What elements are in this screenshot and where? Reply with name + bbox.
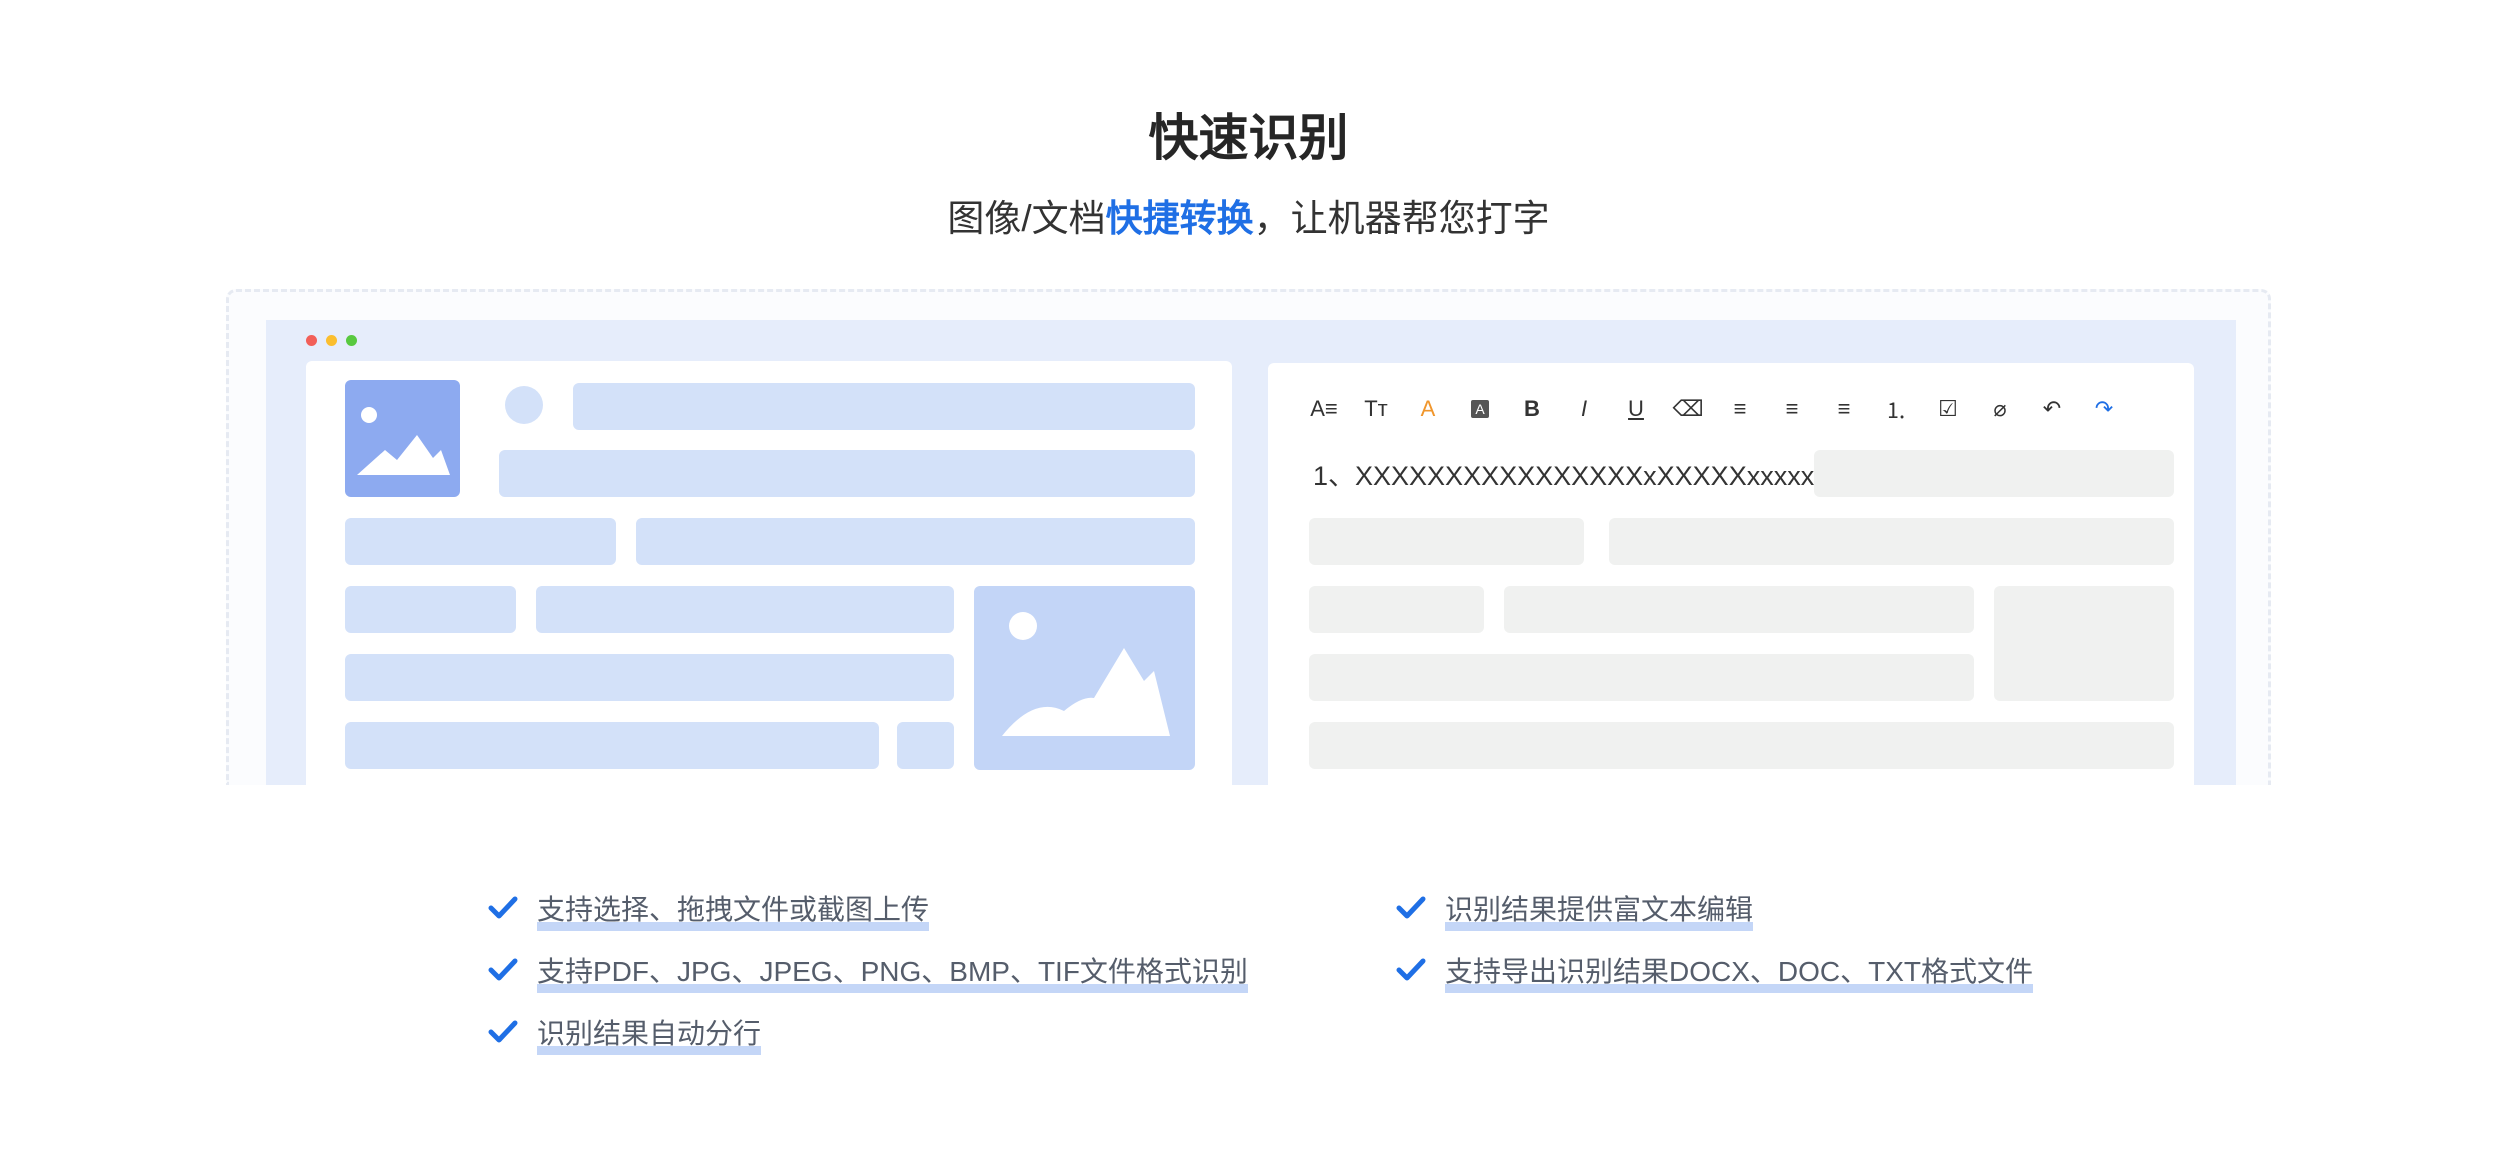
image-placeholder-icon [345,380,460,497]
window-maximize-dot [346,335,357,346]
text-line-placeholder [345,654,954,701]
text-line-placeholder [1814,450,2174,497]
text-line-placeholder [1309,722,2174,769]
font-format-icon[interactable]: A≡ [1310,396,1338,421]
check-icon [488,896,518,919]
image-placeholder-icon [974,586,1195,770]
text-line-placeholder [1504,586,1974,633]
window-close-dot [306,335,317,346]
feature-item: 识别结果自动分行 [487,1012,762,1055]
text-line-placeholder [1309,518,1584,565]
text-line-placeholder [345,722,879,769]
text-line-placeholder [1609,518,2174,565]
align-left-icon[interactable]: ≡ [1733,396,1747,421]
feature-text: 识别结果提供富文本编辑 [1445,888,1754,931]
feature-item: 支持PDF、JPG、JPEG、PNG、BMP、TIF文件格式识别 [487,950,1248,993]
feature-item: 识别结果提供富文本编辑 [1395,888,1754,931]
text-line-placeholder [345,586,516,633]
text-line-placeholder [573,383,1195,430]
subtitle-highlight: 快捷转换 [1105,198,1254,239]
attachment-icon[interactable]: ⌀ [1993,396,2007,421]
section-title: 快速识别 [1148,110,1349,166]
undo-icon[interactable]: ↶ [2042,396,2062,421]
check-icon [488,958,518,981]
text-line-placeholder [536,586,954,633]
underline-icon[interactable]: U [1628,396,1644,421]
feature-item: 支持选择、拖拽文件或截图上传 [487,888,930,931]
window-minimize-dot [326,335,337,346]
check-icon [1396,958,1426,981]
text-line-placeholder [897,722,954,769]
feature-text: 支持导出识别结果DOCX、DOC、TXT格式文件 [1445,950,2034,993]
align-center-icon[interactable]: ≡ [1785,396,1799,421]
feature-text: 支持选择、拖拽文件或截图上传 [537,888,930,931]
subtitle-pre: 图像/文档 [947,198,1106,239]
checklist-icon[interactable]: ☑ [1938,396,1958,421]
check-icon [488,1020,518,1043]
text-line-placeholder [1309,586,1484,633]
feature-item: 支持导出识别结果DOCX、DOC、TXT格式文件 [1395,950,2034,993]
align-right-icon[interactable]: ≡ [1837,396,1851,421]
bold-icon[interactable]: B [1524,396,1540,421]
feature-text: 支持PDF、JPG、JPEG、PNG、BMP、TIF文件格式识别 [537,950,1248,993]
subtitle-post: ，让机器帮您打字 [1253,198,1550,239]
text-line-placeholder [1309,654,1974,701]
text-block-placeholder [1994,586,2174,701]
font-color-icon[interactable]: A [1420,396,1436,421]
ordered-list-icon[interactable]: ⒈ [1884,398,1907,423]
background-color-icon[interactable]: A [1463,395,1497,423]
ocr-result-text[interactable]: 1、XXXXXXXXXXXXXXXXxXXXXXxxxxx... [1313,461,1837,491]
editor-panel [1268,363,2194,785]
check-icon [1396,896,1426,919]
section-subtitle: 图像/文档快捷转换，让机器帮您打字 [0,188,2497,242]
redo-icon[interactable]: ↷ [2094,396,2114,421]
eraser-icon[interactable]: ⌫ [1672,396,1704,421]
text-line-placeholder [636,518,1195,565]
font-size-icon[interactable]: Tт [1364,396,1388,421]
text-line-placeholder [499,450,1195,497]
italic-icon[interactable]: I [1580,396,1588,421]
avatar-placeholder [505,386,543,424]
text-line-placeholder [345,518,616,565]
feature-text: 识别结果自动分行 [537,1012,762,1055]
